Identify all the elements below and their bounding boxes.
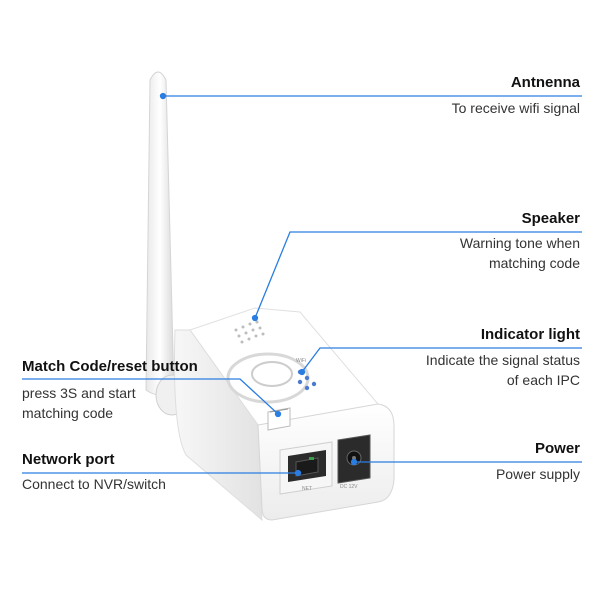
- network-title: Network port: [22, 451, 115, 468]
- power-title: Power: [534, 440, 580, 457]
- power-port-label: DC 12V: [340, 484, 358, 490]
- antenna-title: Antnenna: [510, 74, 580, 91]
- network-port-label: NET: [302, 486, 312, 492]
- indicator-title: Indicator light: [480, 326, 580, 343]
- indicator-label: WiFi: [296, 358, 306, 364]
- speaker-leader: [254, 231, 582, 319]
- leader-lines: [22, 92, 582, 477]
- match-desc: press 3S and start matching code: [22, 385, 136, 421]
- network-desc: Connect to NVR/switch: [22, 476, 166, 492]
- match-leader: [22, 378, 279, 415]
- match-code-button[interactable]: [267, 407, 291, 431]
- speaker-desc: Warning tone when matching code: [459, 235, 580, 271]
- indicator-desc: Indicate the signal status of each IPC: [425, 352, 580, 388]
- network-port[interactable]: NET: [279, 441, 333, 495]
- match-title: Match Code/reset button: [22, 358, 198, 375]
- indicator-leader: [301, 347, 582, 373]
- antenna-desc: To receive wifi signal: [451, 100, 580, 116]
- speaker-title: Speaker: [521, 210, 580, 227]
- power-desc: Power supply: [495, 466, 580, 482]
- speaker-grille: [234, 320, 265, 344]
- indicator-light-panel: WiFi: [226, 352, 317, 404]
